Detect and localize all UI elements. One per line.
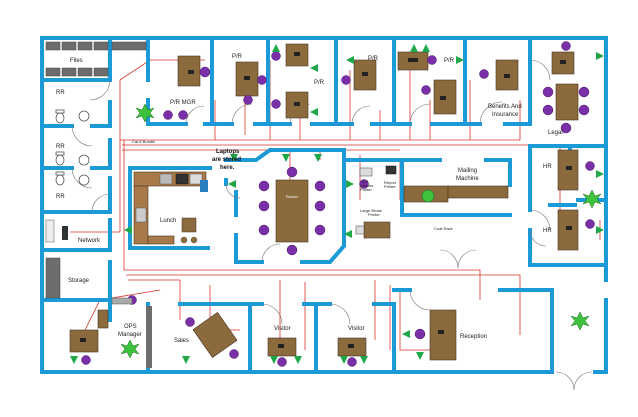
label-ap-checks-1: A/P <box>362 179 369 184</box>
label-visitor-1: Visitor <box>274 326 291 332</box>
label-pr-3: P/R <box>368 56 379 62</box>
label-network: Network <box>78 238 101 244</box>
label-storage: Storage <box>68 278 90 284</box>
label-ap-checks-2: Checks <box>360 183 373 188</box>
label-reception: Reception <box>460 334 487 340</box>
label-report-1: Report <box>384 180 397 185</box>
label-pr-2: P/R <box>314 80 325 86</box>
plants <box>120 103 602 359</box>
label-lunch: Lunch <box>160 218 176 224</box>
monitors <box>80 52 572 348</box>
label-mailing-1: Mailing <box>458 168 477 174</box>
label-router: Router <box>286 194 299 199</box>
label-rr-3: RR <box>56 194 65 200</box>
label-legal: Legal <box>548 130 563 136</box>
label-sales: Sales <box>174 338 189 344</box>
label-laptops-3: here. <box>220 165 235 171</box>
label-report-2: Printer <box>384 184 396 189</box>
kitchen <box>133 171 208 245</box>
label-ops-1: OPS <box>124 324 137 330</box>
access-points <box>70 44 604 364</box>
label-benefits-1: Benefits And <box>488 104 522 110</box>
label-visitor-2: Visitor <box>348 326 365 332</box>
label-ap-checks-3: Printer <box>360 187 372 192</box>
file-cabinets <box>45 41 147 77</box>
room-labels: Files RR RR RR Network Storage P/R MGR P… <box>56 54 563 344</box>
chairs <box>81 41 595 367</box>
label-cat6: Cat 6 Bundle <box>132 139 156 144</box>
label-pr-4: P/R <box>444 58 455 64</box>
label-pr-1: P/R <box>232 54 243 60</box>
printers <box>355 165 397 235</box>
label-files: Files <box>70 58 83 64</box>
network-equipment <box>45 219 152 368</box>
door-swings <box>71 59 593 391</box>
restroom-fixtures <box>55 109 90 186</box>
desks <box>69 43 579 361</box>
label-hr-1: HR <box>543 164 552 170</box>
label-rr-1: RR <box>56 90 65 96</box>
label-rr-2: RR <box>56 144 65 150</box>
walls <box>40 36 608 374</box>
label-ops-2: Manager <box>118 332 142 338</box>
label-mailing-2: Machine <box>456 176 479 182</box>
label-laptops-1: Laptops <box>216 149 240 155</box>
label-large-printer-2: Printer <box>368 212 380 217</box>
label-hr-2: HR <box>543 228 552 234</box>
label-pr-mgr: P/R MGR <box>170 100 196 106</box>
label-benefits-2: Insurance <box>492 112 519 118</box>
label-coat-rack: Coat Rack <box>434 226 453 231</box>
label-large-printer-1: Large Brobe <box>360 208 383 213</box>
label-laptops-2: are stored <box>212 157 241 163</box>
